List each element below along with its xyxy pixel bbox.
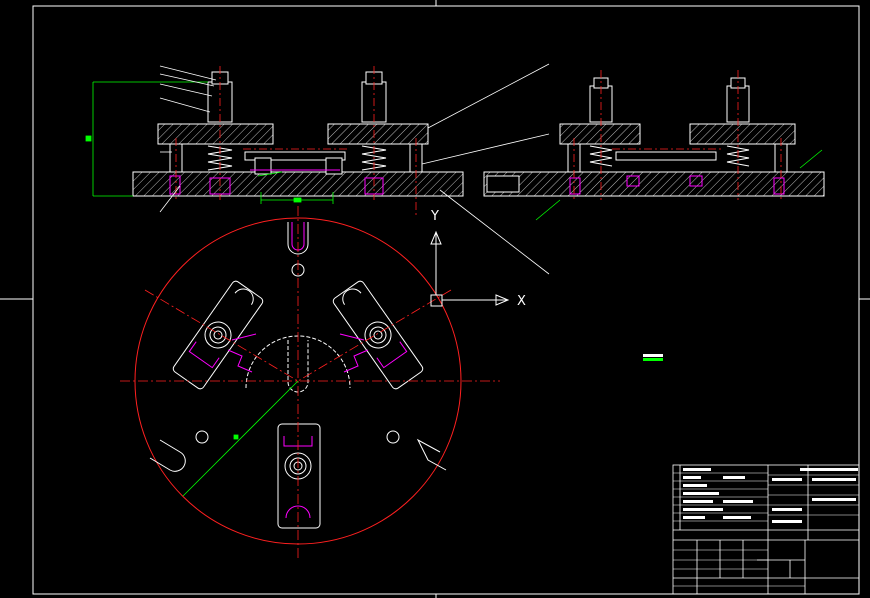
top-view-centerlines bbox=[120, 206, 500, 560]
front-view-right-hidden-lines bbox=[569, 175, 785, 195]
title-block bbox=[672, 464, 860, 595]
front-section-view-left bbox=[132, 71, 464, 197]
top-view-diameter-dimension bbox=[182, 380, 299, 497]
front-view-right-dimensions bbox=[535, 149, 823, 221]
center-jaw-hidden-details bbox=[227, 333, 369, 373]
axis-label-x: X bbox=[517, 294, 526, 309]
title-block-filled-cells bbox=[683, 468, 858, 523]
clamp-arm-right bbox=[332, 280, 424, 390]
front-view-left-leaders bbox=[159, 63, 550, 275]
front-view-left-centerlines bbox=[175, 66, 417, 218]
title-block-grid-rows bbox=[673, 472, 859, 587]
clamp-arm-bottom bbox=[277, 423, 321, 529]
front-view-right-centerlines bbox=[573, 70, 782, 200]
axis-label-y: Y bbox=[430, 209, 439, 224]
clamp-arm-left bbox=[172, 280, 264, 390]
front-view-left-dimensions bbox=[85, 81, 334, 204]
front-section-view-right bbox=[483, 77, 825, 197]
technical-note bbox=[643, 354, 663, 361]
ucs-axis-indicator bbox=[430, 230, 510, 307]
